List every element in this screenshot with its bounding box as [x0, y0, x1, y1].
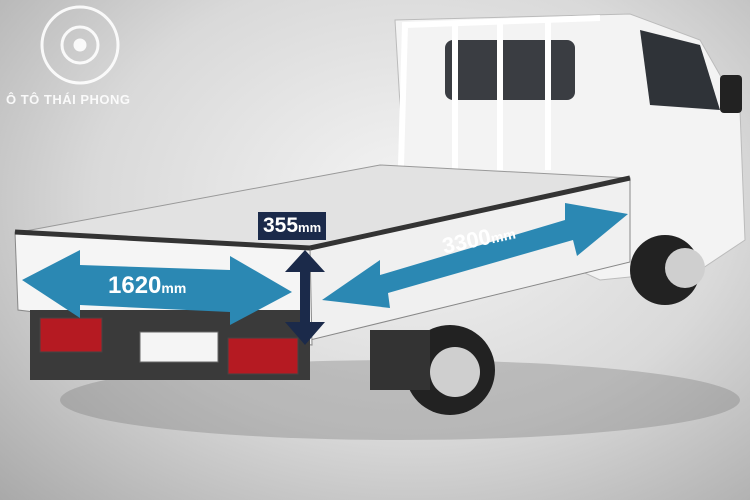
length-unit: mm: [489, 225, 518, 247]
dimension-arrows: [22, 203, 628, 345]
watermark-text: Ô TÔ THÁI PHONG: [6, 92, 131, 107]
width-unit: mm: [161, 280, 187, 296]
width-label: 1620mm: [108, 272, 186, 300]
height-label: 355mm: [258, 212, 327, 240]
height-value: 355: [263, 214, 299, 237]
height-unit: mm: [298, 220, 322, 235]
width-value: 1620: [108, 272, 162, 299]
thai-phong-logo: [40, 5, 120, 85]
